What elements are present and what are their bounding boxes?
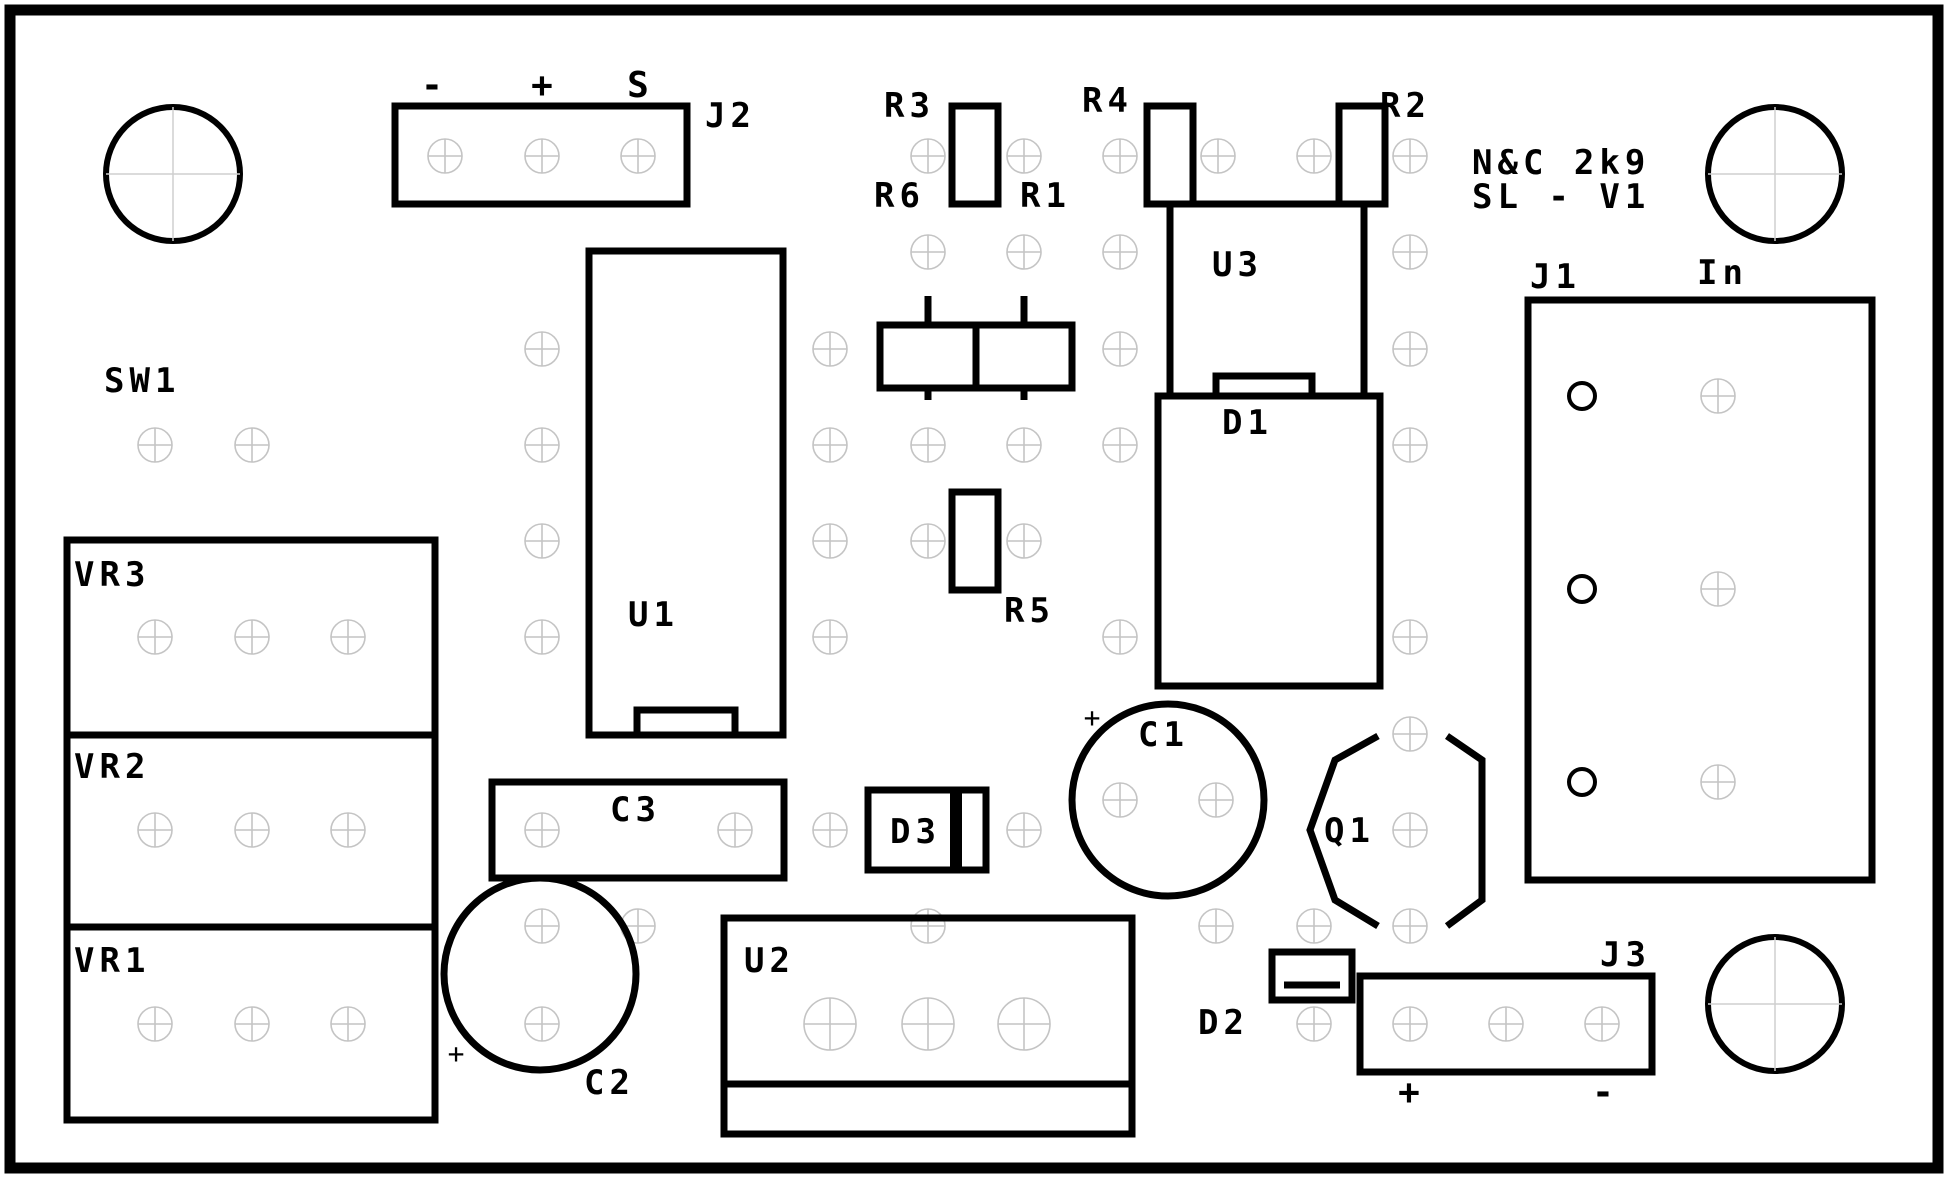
j2-label: J2 [705, 96, 756, 136]
ic-u1: U1 [585, 247, 787, 739]
connector-j2: J2 - + S [391, 65, 756, 208]
r5-label: R5 [1004, 591, 1055, 631]
diode-d3: D3 [864, 786, 990, 874]
ic-u2: U2 [720, 914, 1136, 1138]
j1-in-label: In [1697, 253, 1748, 293]
j1-pin-2 [1567, 574, 1597, 604]
connector-j1: J1 In [1524, 253, 1876, 884]
pad-grid [137, 138, 1736, 1051]
connector-j3: J3 + - [1356, 935, 1656, 1113]
revision-line-1: N&C 2k9 [1472, 143, 1650, 183]
u2-label: U2 [744, 941, 795, 981]
r3-label: R3 [884, 86, 935, 126]
board-outline [4, 4, 1944, 1174]
regulator-u3: U3 [1166, 200, 1368, 400]
r2-label: R2 [1380, 86, 1431, 126]
j3-pin-minus: - [1592, 1072, 1614, 1113]
jumper-block [876, 296, 1076, 400]
switch-sw1: SW1 [104, 361, 180, 401]
capacitor-c3: C3 [488, 778, 788, 882]
r1-label: R1 [1020, 176, 1071, 216]
j2-pin-signal: S [627, 65, 649, 106]
resistor-r5: R5 [948, 488, 1055, 631]
sw1-label: SW1 [104, 361, 180, 401]
c2-polarity-mark: + [448, 1037, 465, 1070]
resistor-r2: R2 [1335, 86, 1431, 208]
vr1-label: VR1 [74, 941, 150, 981]
q1-label: Q1 [1324, 811, 1375, 851]
revision-line-2: SL - V1 [1472, 177, 1650, 217]
diode-d1-block: D1 [1154, 372, 1384, 690]
u3-label: U3 [1212, 245, 1263, 285]
j3-label: J3 [1600, 935, 1651, 975]
mounting-holes [103, 104, 1845, 1074]
resistor-r3-r6: R3 R6 R1 [874, 86, 1071, 216]
c2-label: C2 [584, 1063, 635, 1103]
u1-label: U1 [628, 595, 679, 635]
c1-label: C1 [1138, 715, 1189, 755]
vr2-label: VR2 [74, 747, 150, 787]
r4-label: R4 [1082, 81, 1133, 121]
c1-polarity-mark: + [1084, 701, 1101, 734]
j2-pin-plus: + [531, 65, 553, 106]
capacitor-c1: + C1 [1068, 700, 1268, 900]
d1-label: D1 [1222, 403, 1273, 443]
diode-d2: D2 [1198, 948, 1356, 1043]
j3-pin-plus: + [1398, 1072, 1420, 1113]
resistor-r4: R4 [1082, 81, 1197, 208]
d2-label: D2 [1198, 1003, 1249, 1043]
j1-label: J1 [1530, 257, 1581, 297]
c3-label: C3 [610, 790, 661, 830]
j1-pin-3 [1567, 767, 1597, 797]
d3-label: D3 [890, 812, 941, 852]
j1-pin-1 [1567, 381, 1597, 411]
vr3-label: VR3 [74, 555, 150, 595]
transistor-q1: Q1 [1306, 732, 1486, 929]
capacitor-c2: + C2 [440, 874, 640, 1103]
revision-text: N&C 2k9 SL - V1 [1472, 143, 1650, 217]
j2-pin-minus: - [421, 65, 443, 106]
r6-label: R6 [874, 176, 925, 216]
potentiometer-stack: VR3 VR2 VR1 [63, 536, 439, 1124]
